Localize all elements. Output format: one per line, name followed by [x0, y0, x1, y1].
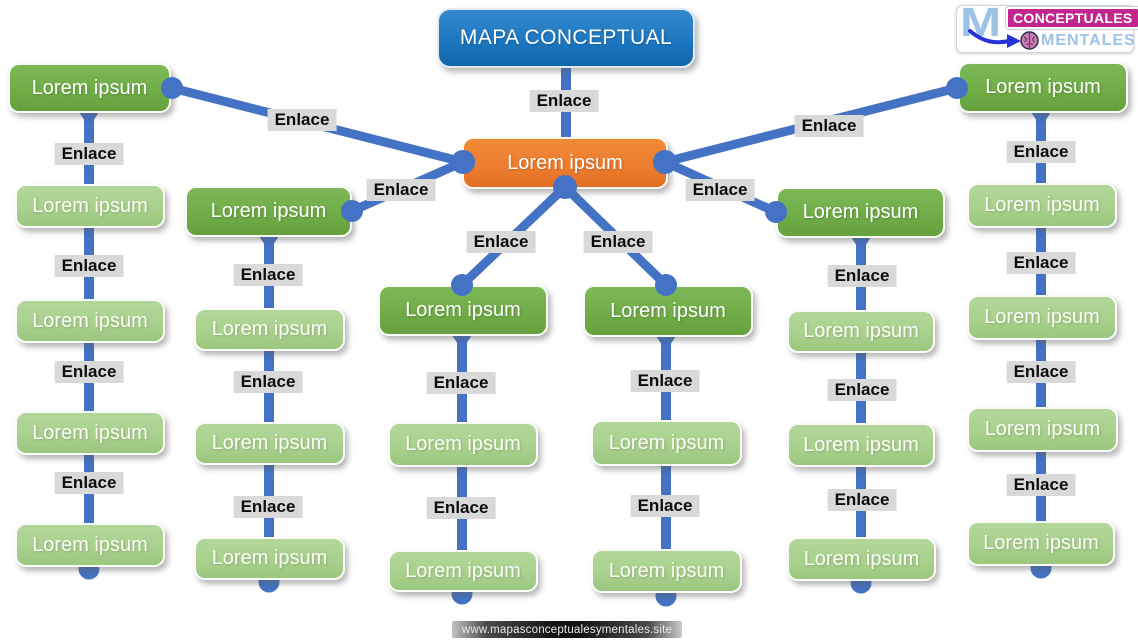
- node-branch4-leaf1[interactable]: Lorem ipsum: [591, 420, 742, 466]
- footer-bar: www.mapasconceptualesymentales.site: [452, 621, 682, 638]
- node-branch5-leaf2[interactable]: Lorem ipsum: [787, 423, 935, 467]
- node-branch1-head[interactable]: Lorem ipsum: [8, 63, 171, 113]
- link-label-center-branch5[interactable]: Enlace: [685, 179, 755, 201]
- link-label-branch5-3[interactable]: Enlace: [827, 489, 897, 511]
- node-branch6-leaf4[interactable]: Lorem ipsum: [967, 521, 1115, 566]
- brain-icon: [1020, 31, 1039, 50]
- node-branch6-head[interactable]: Lorem ipsum: [958, 62, 1128, 113]
- link-label-branch1-1[interactable]: Enlace: [54, 143, 124, 165]
- logo-wordmark-top: CONCEPTUALES: [1006, 7, 1138, 29]
- link-label-branch5-1[interactable]: Enlace: [827, 265, 897, 287]
- node-branch2-leaf1[interactable]: Lorem ipsum: [194, 308, 345, 351]
- link-label-branch4-1[interactable]: Enlace: [630, 370, 700, 392]
- node-branch4-head[interactable]: Lorem ipsum: [583, 285, 753, 337]
- node-branch5-head[interactable]: Lorem ipsum: [776, 187, 945, 238]
- link-label-branch4-2[interactable]: Enlace: [630, 495, 700, 517]
- node-branch1-leaf2[interactable]: Lorem ipsum: [15, 299, 165, 343]
- footer-url: www.mapasconceptualesymentales.site: [461, 623, 673, 636]
- node-branch3-leaf2[interactable]: Lorem ipsum: [388, 550, 538, 592]
- node-branch2-leaf2[interactable]: Lorem ipsum: [194, 422, 345, 465]
- link-label-branch2-3[interactable]: Enlace: [233, 496, 303, 518]
- node-branch2-head[interactable]: Lorem ipsum: [185, 186, 352, 237]
- node-branch4-leaf2[interactable]: Lorem ipsum: [591, 549, 742, 593]
- link-label-branch6-2[interactable]: Enlace: [1006, 252, 1076, 274]
- link-label-branch6-3[interactable]: Enlace: [1006, 361, 1076, 383]
- link-label-center-branch6[interactable]: Enlace: [794, 115, 864, 137]
- node-center[interactable]: Lorem ipsum: [462, 137, 668, 189]
- node-branch2-leaf3[interactable]: Lorem ipsum: [194, 537, 345, 580]
- link-label-branch6-1[interactable]: Enlace: [1006, 141, 1076, 163]
- link-label-branch6-4[interactable]: Enlace: [1006, 474, 1076, 496]
- node-branch6-leaf3[interactable]: Lorem ipsum: [967, 407, 1118, 452]
- node-branch1-leaf3[interactable]: Lorem ipsum: [15, 411, 165, 455]
- link-label-branch3-2[interactable]: Enlace: [426, 497, 496, 519]
- link-label-center-branch3[interactable]: Enlace: [466, 231, 536, 253]
- node-branch3-leaf1[interactable]: Lorem ipsum: [388, 422, 538, 467]
- node-branch6-leaf1[interactable]: Lorem ipsum: [967, 183, 1117, 228]
- link-label-title-center[interactable]: Enlace: [529, 90, 599, 112]
- link-label-branch2-1[interactable]: Enlace: [233, 264, 303, 286]
- link-label-center-branch2[interactable]: Enlace: [366, 179, 436, 201]
- link-label-branch1-4[interactable]: Enlace: [54, 472, 124, 494]
- logo: M CONCEPTUALES MENTALES: [956, 0, 1138, 53]
- node-branch3-head[interactable]: Lorem ipsum: [378, 285, 548, 336]
- link-label-branch1-3[interactable]: Enlace: [54, 361, 124, 383]
- node-branch5-leaf3[interactable]: Lorem ipsum: [787, 537, 936, 581]
- logo-wordmark-bottom: MENTALES: [1041, 31, 1136, 49]
- link-label-branch5-2[interactable]: Enlace: [827, 379, 897, 401]
- link-label-center-branch1[interactable]: Enlace: [267, 109, 337, 131]
- node-branch6-leaf2[interactable]: Lorem ipsum: [967, 295, 1117, 340]
- arrow-right-icon: [968, 29, 1021, 48]
- node-title[interactable]: MAPA CONCEPTUAL: [437, 8, 695, 68]
- link-label-center-branch4[interactable]: Enlace: [583, 231, 653, 253]
- link-label-branch2-2[interactable]: Enlace: [233, 371, 303, 393]
- node-branch5-leaf1[interactable]: Lorem ipsum: [787, 310, 935, 353]
- node-branch1-leaf4[interactable]: Lorem ipsum: [15, 523, 165, 567]
- link-label-branch3-1[interactable]: Enlace: [426, 372, 496, 394]
- node-branch1-leaf1[interactable]: Lorem ipsum: [15, 184, 165, 228]
- link-label-branch1-2[interactable]: Enlace: [54, 255, 124, 277]
